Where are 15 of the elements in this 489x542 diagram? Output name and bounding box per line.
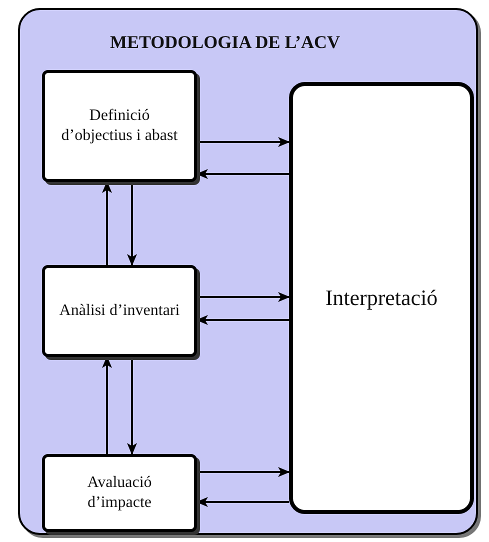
stage-box: [42, 70, 197, 182]
methodology-panel: [18, 8, 478, 535]
stage-box: [42, 454, 197, 532]
arrow: [127, 357, 137, 455]
arrow: [197, 137, 290, 147]
interpretation-box: [289, 82, 474, 514]
arrow: [127, 182, 137, 266]
arrow: [197, 467, 290, 477]
box-label: Interpretació: [324, 284, 439, 312]
box-label: Avaluació d’impacte: [86, 473, 153, 513]
stage-box: [42, 265, 197, 357]
arrow: [197, 292, 290, 302]
box-label: Definició d’objectius i abast: [60, 106, 179, 146]
panel-title: METODOLOGIA DE L’ACV: [110, 32, 340, 53]
box-label: Anàlisi d’inventari: [58, 301, 181, 321]
